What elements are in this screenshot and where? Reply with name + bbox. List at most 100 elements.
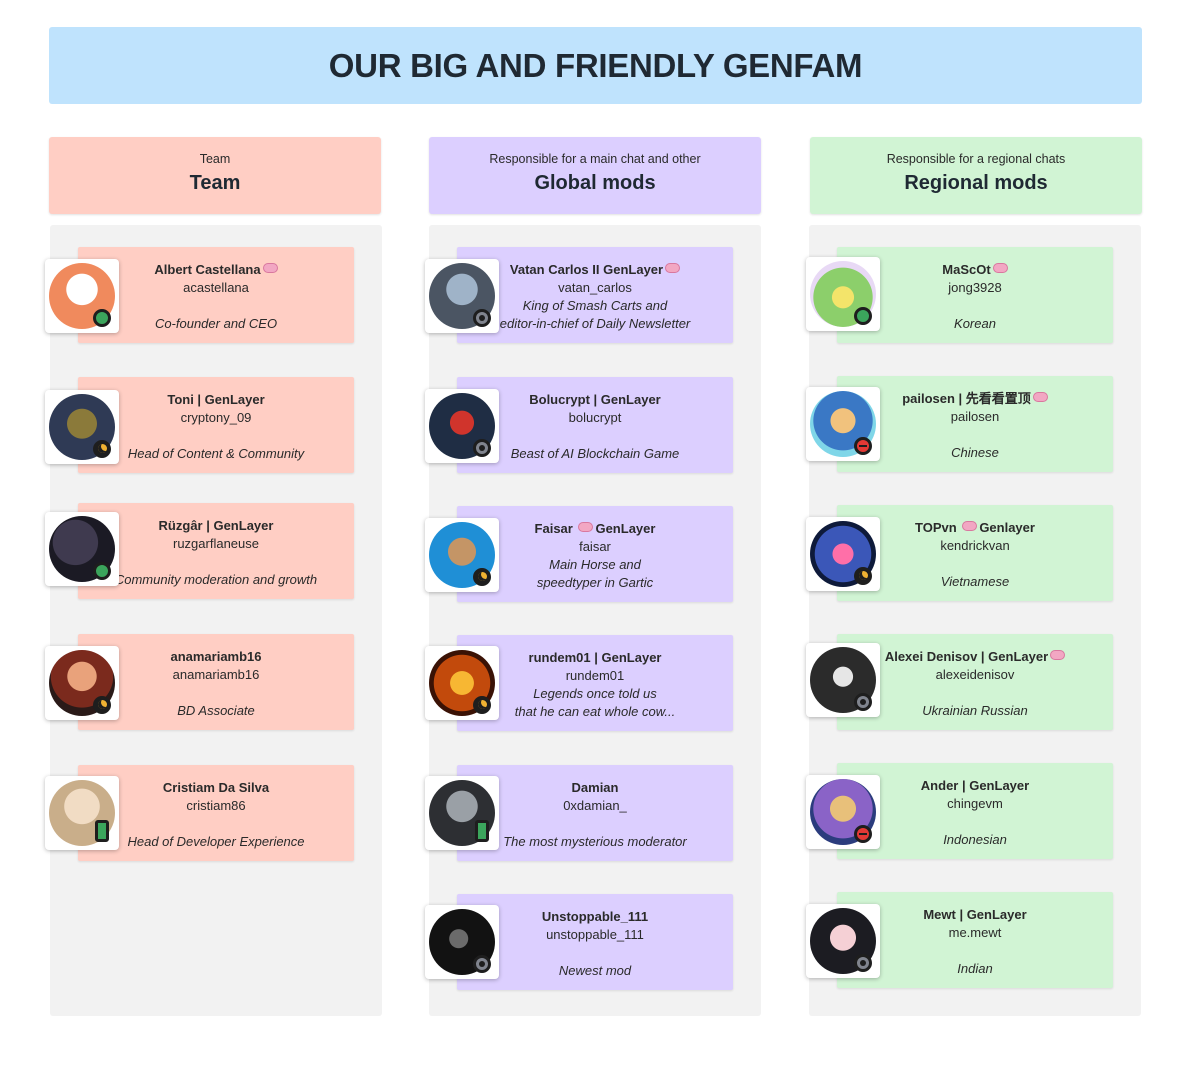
column-header-team: Team Team	[49, 137, 381, 214]
member-name: Bolucrypt | GenLayer	[457, 391, 733, 409]
member-role: Indonesian	[943, 832, 1007, 847]
dnd-status-icon	[854, 437, 872, 455]
member-name-text: Faisar	[534, 521, 577, 536]
mobile-status-icon	[475, 820, 489, 842]
member-name: Alexei Denisov | GenLayer	[837, 648, 1113, 666]
member-name-text: Alexei Denisov | GenLayer	[884, 649, 1049, 664]
member-name: Ander | GenLayer	[837, 777, 1113, 795]
avatar[interactable]	[45, 390, 119, 464]
idle-status-icon	[93, 440, 111, 458]
column-header-regional: Responsible for a regional chats Regiona…	[810, 137, 1142, 214]
brain-emoji-icon	[1050, 650, 1066, 660]
member-name-text: Toni | GenLayer	[167, 392, 265, 407]
member-role: Legends once told us	[533, 686, 657, 701]
member-name-text: rundem01 | GenLayer	[528, 650, 662, 665]
member-handle: jong3928	[948, 280, 1002, 295]
column-team	[50, 225, 382, 1016]
member-name-text: GenLayer	[595, 521, 656, 536]
brain-emoji-icon	[665, 263, 681, 273]
member-name-text: Rüzgâr | GenLayer	[158, 518, 274, 533]
member-role: Indian	[957, 961, 993, 976]
member-name-text: Mewt | GenLayer	[923, 907, 1027, 922]
brain-emoji-icon	[1032, 392, 1048, 402]
idle-status-icon	[854, 567, 872, 585]
avatar[interactable]	[45, 646, 119, 720]
column-title: Team	[189, 172, 241, 194]
column-title: Global mods	[534, 172, 656, 194]
member-name: anamariamb16	[78, 648, 354, 666]
member-name: pailosen | 先看看置顶	[837, 390, 1113, 408]
avatar[interactable]	[45, 512, 119, 586]
avatar[interactable]	[806, 904, 880, 978]
member-name-text: Cristiam Da Silva	[162, 780, 270, 795]
member-role: BD Associate	[177, 703, 255, 718]
member-role: Newest mod	[558, 963, 632, 978]
avatar[interactable]	[425, 518, 499, 592]
member-role: Ukrainian Russian	[922, 703, 1028, 718]
member-name: Rüzgâr | GenLayer	[78, 517, 354, 535]
member-handle: cristiam86	[186, 798, 246, 813]
member-handle: kendrickvan	[940, 538, 1010, 553]
member-name-text: TOPvn	[915, 520, 961, 535]
avatar[interactable]	[45, 259, 119, 333]
member-name: MaScOt	[837, 261, 1113, 279]
member-handle: anamariamb16	[172, 667, 260, 682]
member-role: Chinese	[951, 445, 999, 460]
member-handle: me.mewt	[948, 925, 1002, 940]
member-name: TOPvn Genlayer	[837, 519, 1113, 537]
avatar[interactable]	[425, 905, 499, 979]
member-role: Community moderation and growth	[114, 572, 318, 587]
brain-emoji-icon	[962, 521, 978, 531]
avatar[interactable]	[806, 517, 880, 591]
avatar[interactable]	[45, 776, 119, 850]
member-handle: vatan_carlos	[558, 280, 632, 295]
member-role: Main Horse and	[549, 557, 641, 572]
page-title: OUR BIG AND FRIENDLY GENFAM	[328, 46, 863, 84]
column-title: Regional mods	[904, 172, 1048, 194]
avatar[interactable]	[806, 775, 880, 849]
column-subtitle: Responsible for a regional chats	[886, 152, 1066, 166]
page-banner: OUR BIG AND FRIENDLY GENFAM	[49, 27, 1142, 104]
member-handle: chingevm	[947, 796, 1003, 811]
offline-status-icon	[854, 954, 872, 972]
column-subtitle: Team	[199, 152, 231, 166]
avatar[interactable]	[806, 387, 880, 461]
member-role: editor-in-chief of Daily Newsletter	[499, 316, 691, 331]
member-handle: ruzgarflaneuse	[173, 536, 259, 551]
member-name-text: pailosen | 先看看置顶	[902, 391, 1031, 406]
offline-status-icon	[473, 439, 491, 457]
member-role: Head of Content & Community	[127, 446, 305, 461]
avatar[interactable]	[425, 646, 499, 720]
member-name-text: Damian	[571, 780, 619, 795]
member-role: speedtyper in Gartic	[536, 575, 654, 590]
avatar[interactable]	[425, 389, 499, 463]
avatar[interactable]	[806, 257, 880, 331]
member-name-text: Vatan Carlos II GenLayer	[509, 262, 664, 277]
member-role: Beast of AI Blockchain Game	[510, 446, 680, 461]
avatar[interactable]	[425, 776, 499, 850]
brain-emoji-icon	[992, 263, 1008, 273]
member-name: Cristiam Da Silva	[78, 779, 354, 797]
mobile-status-icon	[95, 820, 109, 842]
avatar[interactable]	[806, 643, 880, 717]
idle-status-icon	[473, 568, 491, 586]
offline-status-icon	[473, 309, 491, 327]
avatar[interactable]	[425, 259, 499, 333]
member-handle: pailosen	[950, 409, 1000, 424]
member-role: that he can eat whole cow...	[514, 704, 676, 719]
member-name-text: MaScOt	[942, 262, 991, 277]
column-global	[429, 225, 761, 1016]
member-handle: faisar	[579, 539, 611, 554]
idle-status-icon	[473, 696, 491, 714]
